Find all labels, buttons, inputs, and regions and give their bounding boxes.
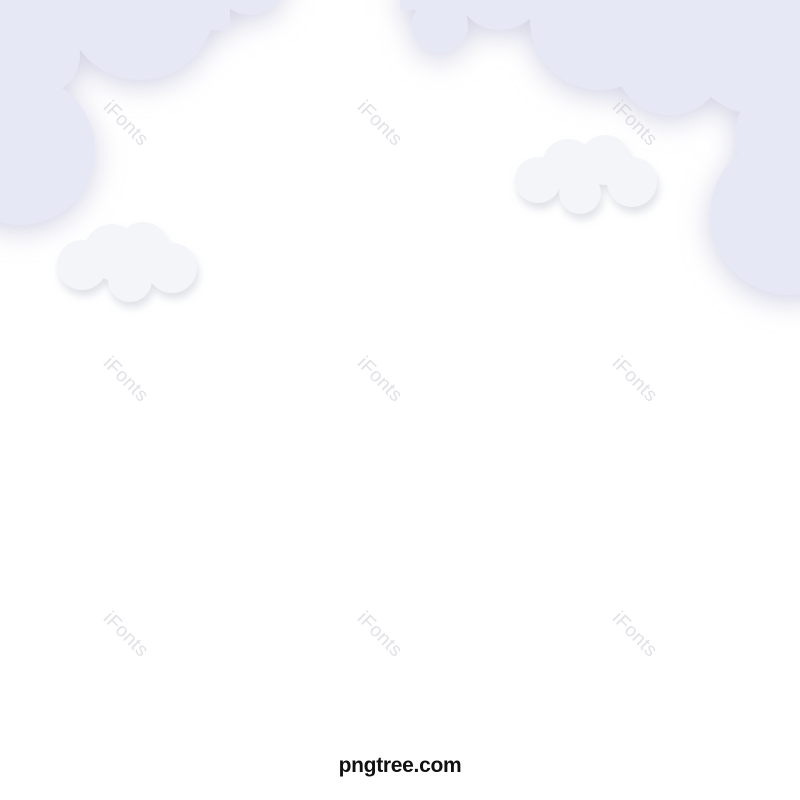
- footer-brand-text: pngtree.com: [338, 754, 462, 777]
- small-cloud-right: [515, 135, 657, 214]
- cloud-frame-top-right: [400, 0, 800, 295]
- small-cloud-left: [57, 222, 197, 302]
- cloud-frame-top-left: [0, 0, 279, 225]
